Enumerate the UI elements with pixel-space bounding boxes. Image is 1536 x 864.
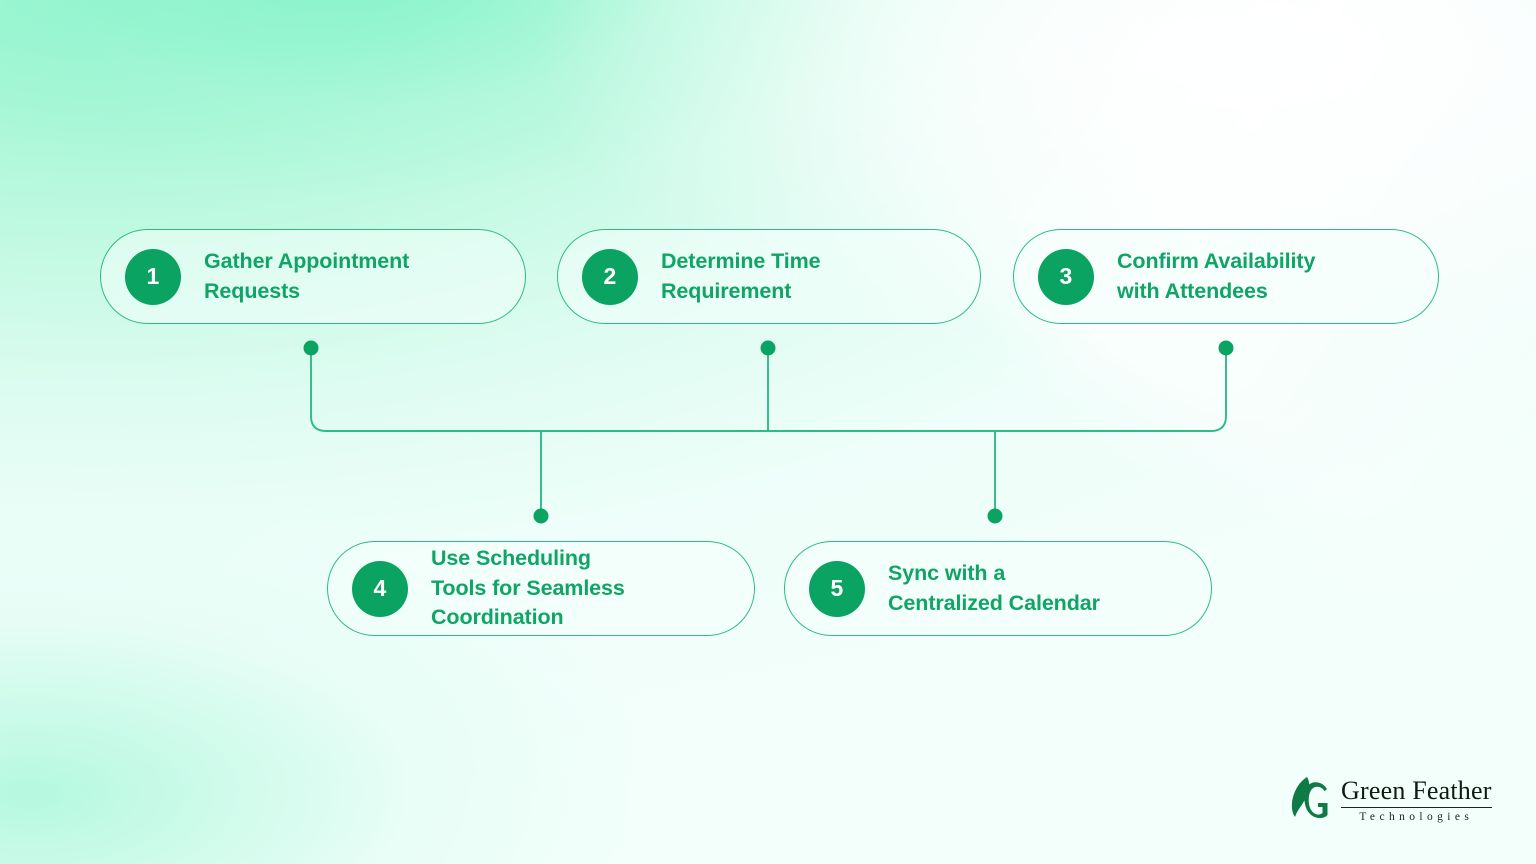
step-number-badge-4: 4 [352, 560, 408, 617]
step-card-1[interactable]: 1 Gather Appointment Requests [100, 229, 526, 324]
brand-logo: Green Feather Technologies [1285, 773, 1492, 829]
step-number-badge-3: 3 [1038, 248, 1094, 305]
step-label-3: Confirm Availability with Attendees [1117, 248, 1316, 303]
logo-company-name: Green Feather [1341, 776, 1492, 806]
logo-tagline: Technologies [1359, 811, 1474, 824]
logo-wordmark: Green Feather Technologies [1341, 778, 1492, 824]
step-card-4[interactable]: 4 Use Scheduling Tools for Seamless Coor… [327, 541, 755, 636]
step-label-2: Determine Time Requirement [661, 248, 821, 303]
step-card-2[interactable]: 2 Determine Time Requirement [557, 229, 981, 324]
step-number-badge-2: 2 [582, 248, 638, 305]
step-card-5[interactable]: 5 Sync with a Centralized Calendar [784, 541, 1212, 636]
step-number-badge-1: 1 [125, 248, 181, 305]
step-number-badge-5: 5 [809, 560, 865, 617]
feather-g-icon [1285, 773, 1337, 829]
step-card-3[interactable]: 3 Confirm Availability with Attendees [1013, 229, 1439, 324]
logo-divider [1341, 807, 1492, 809]
step-label-4: Use Scheduling Tools for Seamless Coordi… [431, 546, 625, 630]
step-label-5: Sync with a Centralized Calendar [888, 560, 1100, 615]
step-label-1: Gather Appointment Requests [204, 248, 410, 303]
